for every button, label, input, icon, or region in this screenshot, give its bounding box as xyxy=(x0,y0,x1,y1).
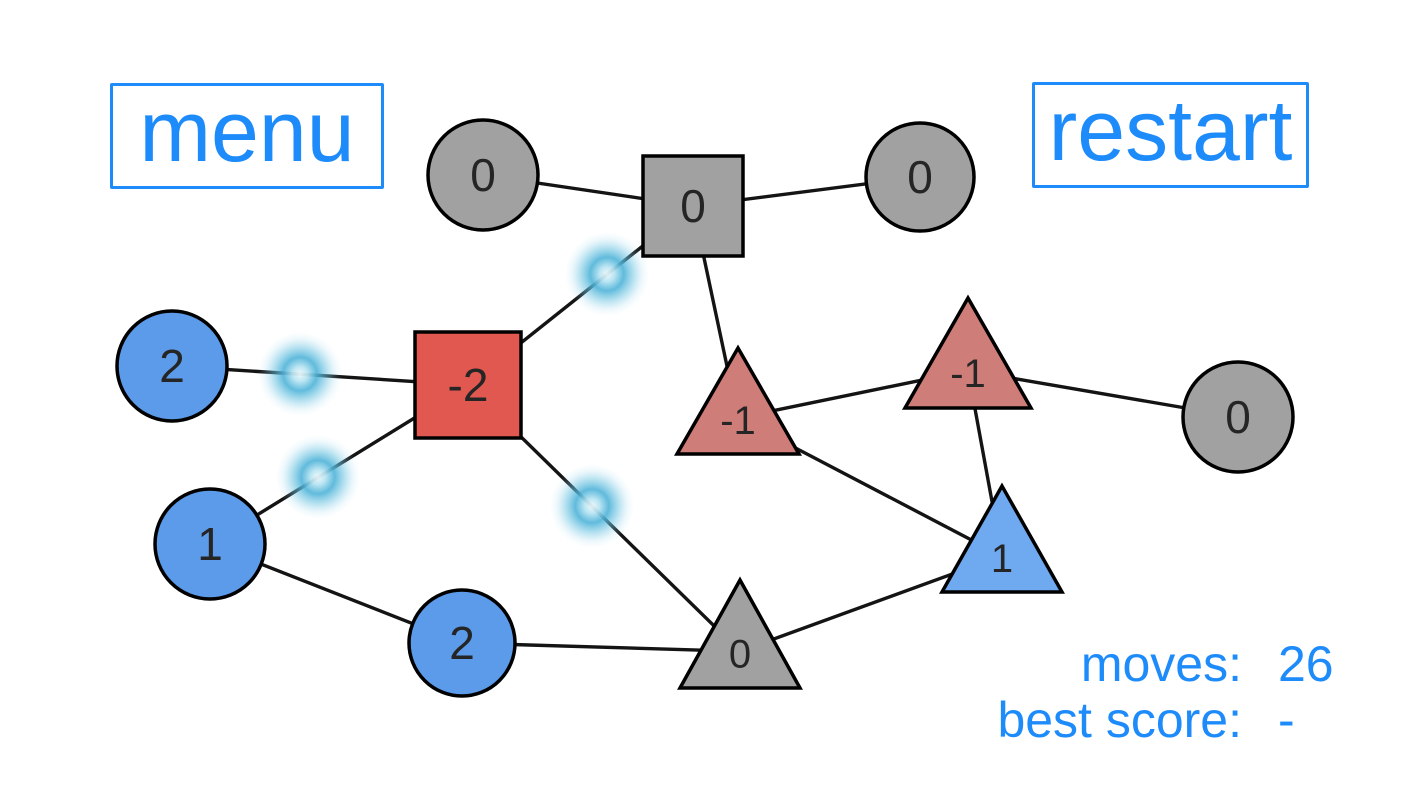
node-value: 1 xyxy=(197,518,223,570)
menu-button[interactable]: menu xyxy=(110,83,384,189)
graph-node-circle-one-left[interactable]: 1 xyxy=(153,487,267,601)
node-value: -1 xyxy=(720,399,756,443)
node-value: 2 xyxy=(159,340,185,392)
graph-node-circle-zero-right[interactable]: 0 xyxy=(1181,360,1295,474)
triangle-shape xyxy=(673,344,803,456)
node-value: 0 xyxy=(680,180,706,232)
square-shape xyxy=(641,154,745,258)
graph-node-circle-zero-top-right[interactable]: 0 xyxy=(864,121,976,233)
graph-node-triangle-one-blue[interactable]: 1 xyxy=(938,482,1066,594)
circle-shape xyxy=(153,487,267,601)
edge-glow-indicator xyxy=(258,332,342,416)
graph-node-square-zero-top[interactable]: 0 xyxy=(641,154,745,258)
glow-indicators-layer xyxy=(258,232,649,548)
circle-shape xyxy=(864,121,976,233)
node-value: 0 xyxy=(907,151,933,203)
best-score-label: best score: xyxy=(997,692,1242,748)
node-value: 0 xyxy=(470,149,496,201)
moves-value: 26 xyxy=(1278,636,1334,692)
triangle-shape xyxy=(677,576,803,690)
triangle-shape xyxy=(901,294,1035,410)
graph-node-triangle-minus-one-right[interactable]: -1 xyxy=(901,294,1035,410)
edge-glow-indicator xyxy=(550,464,634,548)
graph-node-triangle-minus-one-left[interactable]: -1 xyxy=(673,344,803,456)
graph-node-circle-zero-top-left[interactable]: 0 xyxy=(426,118,540,232)
triangle-shape xyxy=(938,482,1066,594)
nodes-layer: 0 0 0 2 -2 1 2 -1 -1 1 0 0 xyxy=(115,118,1295,698)
node-value: 1 xyxy=(991,537,1013,581)
node-value: 0 xyxy=(729,632,751,676)
circle-shape xyxy=(115,309,229,423)
circle-shape xyxy=(407,588,517,698)
graph-node-circle-two-left[interactable]: 2 xyxy=(115,309,229,423)
node-value: -1 xyxy=(950,352,986,396)
score-panel: moves: 26 best score: - xyxy=(997,636,1350,748)
best-score-value: - xyxy=(1278,692,1295,748)
node-value: -2 xyxy=(448,359,489,411)
graph-node-triangle-zero-gray[interactable]: 0 xyxy=(677,576,803,690)
circle-shape xyxy=(426,118,540,232)
graph-node-circle-two-bottom[interactable]: 2 xyxy=(407,588,517,698)
edge-glow-indicator xyxy=(276,435,360,519)
node-value: 2 xyxy=(449,617,475,669)
edge-glow-indicator xyxy=(565,232,649,316)
graph-node-square-minus-two[interactable]: -2 xyxy=(413,330,523,440)
restart-button[interactable]: restart xyxy=(1032,82,1309,188)
square-shape xyxy=(413,330,523,440)
circle-shape xyxy=(1181,360,1295,474)
moves-label: moves: xyxy=(1080,636,1242,692)
node-value: 0 xyxy=(1225,391,1251,443)
